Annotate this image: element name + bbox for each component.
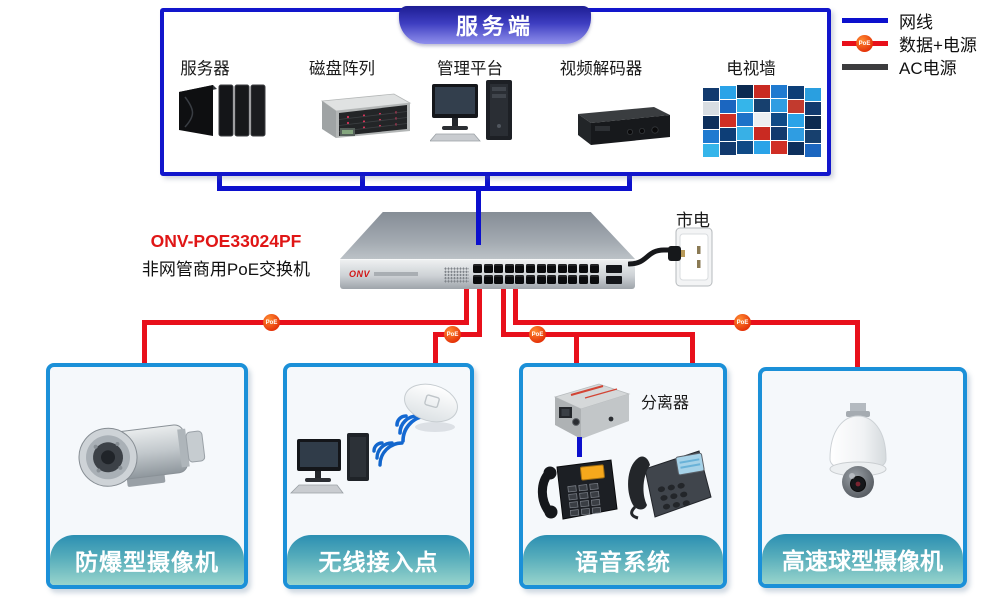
switch-label: ONV-POE33024PF 非网管商用PoE交换机 xyxy=(120,231,332,280)
switch-port-block xyxy=(473,264,599,284)
network-cable-line-swatch xyxy=(842,18,888,23)
endpoint-box-speed-dome-camera: 高速球型摄像机 xyxy=(758,367,967,588)
poe-line-to-camera1 xyxy=(142,320,469,325)
device-label-mgmt: 管理平台 xyxy=(437,60,503,78)
poe-drop-voice-phone xyxy=(690,332,695,367)
cable-splitter-phone xyxy=(577,437,582,457)
legend: 网线 PoE 数据+电源 AC电源 xyxy=(842,10,977,79)
server-zone-title: 服务端 xyxy=(399,6,591,44)
ac-power-cable xyxy=(628,247,677,267)
tv-wall-icon xyxy=(703,85,821,157)
legend-row-data-power: PoE 数据+电源 xyxy=(842,33,977,55)
endpoint-box-wireless-access-point: 无线接入点 xyxy=(283,363,474,589)
poe-badge-icon: PoE xyxy=(444,326,461,343)
endpoint-label-voice-system: 语音系统 xyxy=(523,535,723,585)
poe-badge-icon: PoE xyxy=(734,314,751,331)
device-label-decoder: 视频解码器 xyxy=(559,60,643,78)
device-label-disk: 磁盘阵列 xyxy=(309,60,375,78)
poe-drop-ap xyxy=(433,332,438,367)
legend-label: 网线 xyxy=(899,13,933,32)
endpoint-label-wireless-access-point: 无线接入点 xyxy=(287,535,470,585)
poe-line-to-dome xyxy=(513,320,860,325)
switch-logo: ONV xyxy=(349,269,371,279)
speed-dome-camera-icon xyxy=(829,403,887,498)
endpoint-box-explosion-proof-camera: 防爆型摄像机 xyxy=(46,363,248,589)
mains-label: 市电 xyxy=(676,211,710,230)
poe-line-port3-drop xyxy=(501,284,506,337)
poe-drop-dome xyxy=(855,320,860,371)
device-label-server: 服务器 xyxy=(180,60,230,78)
legend-row-ac-power: AC电源 xyxy=(842,56,977,78)
poe-badge-icon: PoE xyxy=(529,326,546,343)
video-decoder-icon xyxy=(578,107,670,145)
poe-badge-icon: PoE xyxy=(856,35,873,52)
legend-row-network: 网线 xyxy=(842,10,977,32)
explosion-proof-camera-icon xyxy=(78,424,206,487)
splitter-label: 分离器 xyxy=(641,395,690,412)
ip-phone-icon xyxy=(628,450,712,520)
endpoint-label-speed-dome-camera: 高速球型摄像机 xyxy=(762,534,963,584)
poe-drop-camera1 xyxy=(142,320,147,367)
switch-front-face: ONV xyxy=(340,259,635,289)
switch-logo-tagline xyxy=(374,272,418,276)
poe-drop-voice-splitter xyxy=(574,332,579,367)
poe-line-port2-drop xyxy=(477,284,482,337)
endpoint-box-voice-system: 分离器 xyxy=(519,363,727,589)
poe-splitter-icon xyxy=(553,383,631,439)
disk-array-icon xyxy=(320,93,412,138)
poe-line-port4-drop xyxy=(513,284,518,325)
cable-bus-to-switch xyxy=(476,186,481,245)
analog-phone-icon xyxy=(537,459,618,520)
cable-bus xyxy=(217,186,632,191)
poe-line-port1-drop xyxy=(464,284,469,325)
data-power-line-swatch: PoE xyxy=(842,35,888,52)
switch-name: 非网管商用PoE交换机 xyxy=(141,260,311,279)
ac-power-line-swatch xyxy=(842,63,888,70)
switch-uplink-ports xyxy=(606,265,622,286)
server-icon xyxy=(179,84,266,137)
endpoint-label-explosion-proof-camera: 防爆型摄像机 xyxy=(50,535,244,585)
legend-label: AC电源 xyxy=(899,59,957,78)
legend-label: 数据+电源 xyxy=(899,36,977,55)
switch-vent-grid xyxy=(444,267,469,283)
switch-top-face xyxy=(340,212,635,259)
poe-line-to-voice xyxy=(501,332,695,337)
wireless-access-point-icon xyxy=(290,383,458,494)
device-label-tvwall: 电视墙 xyxy=(726,60,776,78)
switch-model: ONV-POE33024PF xyxy=(150,231,302,251)
power-outlet-icon xyxy=(668,227,713,287)
management-platform-icon xyxy=(430,80,512,142)
poe-badge-icon: PoE xyxy=(263,314,280,331)
